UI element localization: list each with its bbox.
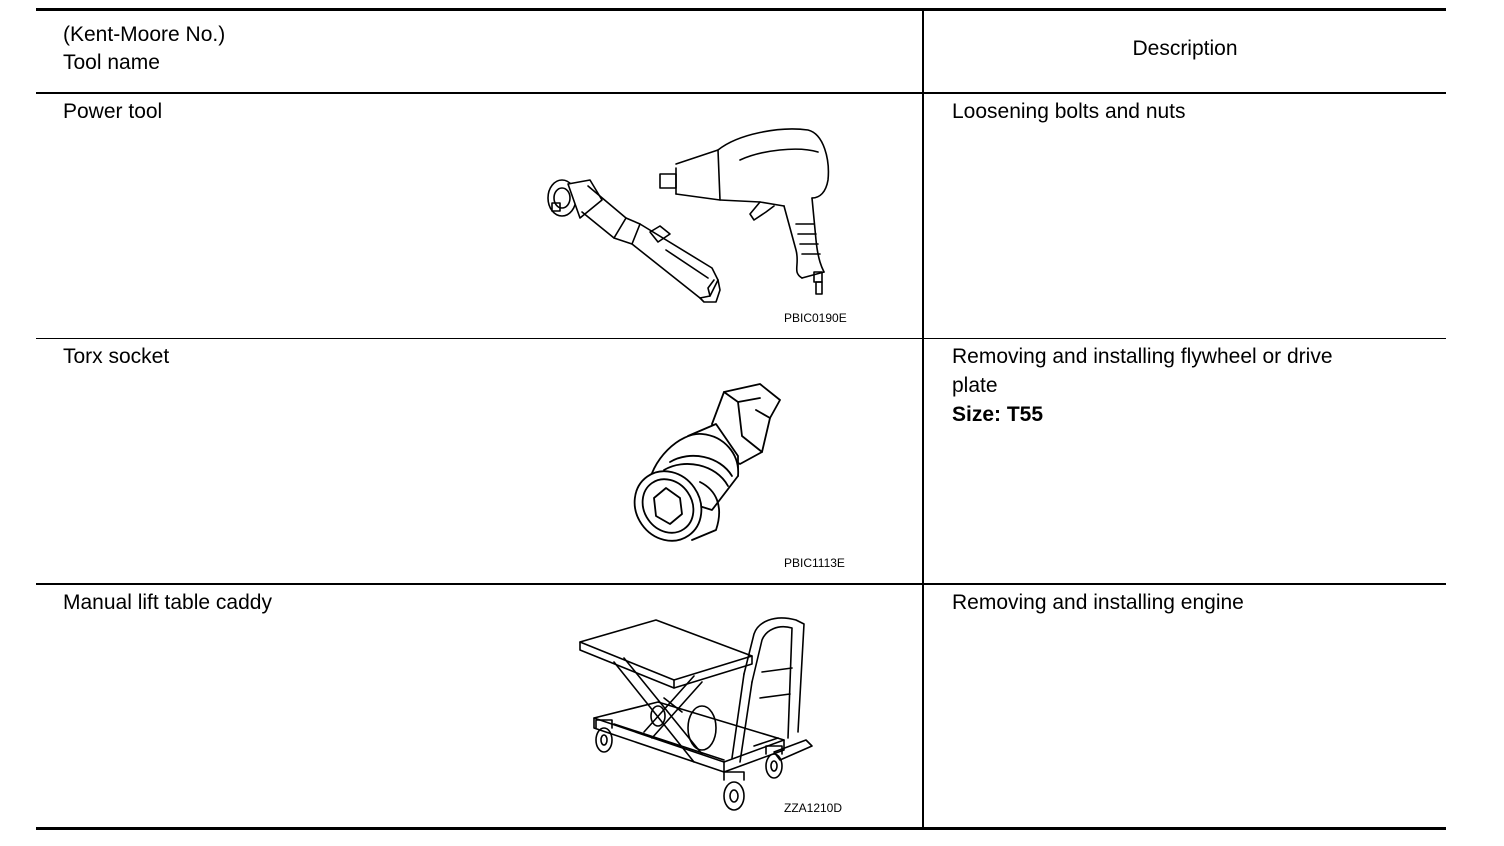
- tool-name-cell: Torx socket: [63, 345, 170, 368]
- socket-size-label: Size: T55: [952, 403, 1044, 426]
- header-tool-number-label: (Kent-Moore No.): [63, 23, 226, 46]
- torx-socket-icon: [620, 380, 800, 550]
- table-top-rule: [36, 8, 1446, 11]
- row-divider-2: [36, 583, 1446, 585]
- row-divider-1: [36, 338, 1446, 339]
- figure-code: ZZA1210D: [784, 801, 843, 815]
- lift-table-cart-icon: [574, 612, 824, 822]
- ratchet-and-impact-wrench-icon: [540, 120, 840, 310]
- tool-name-cell: Power tool: [63, 100, 163, 123]
- header-tool-name-label: Tool name: [63, 51, 160, 74]
- table-bottom-rule: [36, 827, 1446, 830]
- header-bottom-rule: [36, 92, 1446, 94]
- ratchet-wrench-icon: [548, 180, 720, 302]
- header-description-label: Description: [1132, 37, 1238, 60]
- figure-code: PBIC0190E: [784, 311, 847, 325]
- impact-wrench-icon: [660, 129, 828, 294]
- description-cell: Loosening bolts and nuts: [952, 100, 1186, 123]
- figure-code: PBIC1113E: [784, 556, 845, 570]
- description-cell: Removing and installing engine: [952, 591, 1244, 614]
- description-cell-line-2: plate: [952, 374, 998, 397]
- column-divider: [922, 10, 924, 828]
- tool-name-cell: Manual lift table caddy: [63, 591, 272, 614]
- description-cell-line-1: Removing and installing flywheel or driv…: [952, 345, 1333, 368]
